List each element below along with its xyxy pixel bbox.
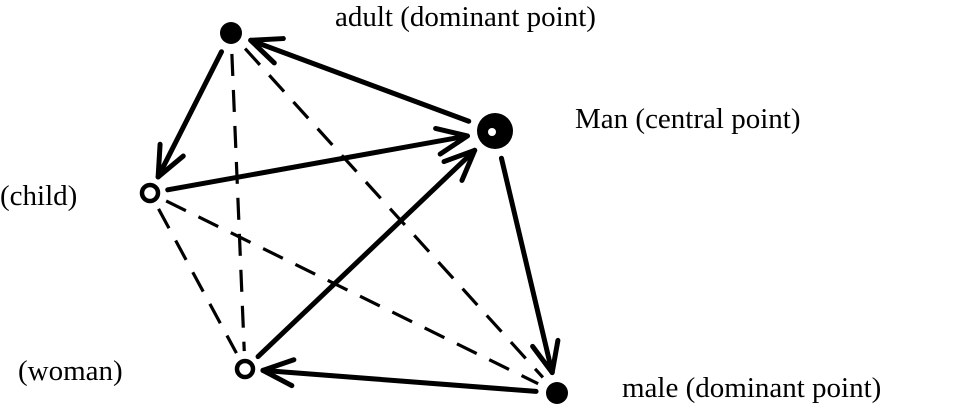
edge-woman-to-man-head (441, 147, 478, 183)
label-male: male (dominant point) (622, 372, 881, 404)
node-woman-marker (234, 358, 256, 380)
edge-adult-to-child-head (155, 141, 186, 180)
edge-woman-to-man-shaft (255, 147, 478, 360)
label-woman: (woman) (18, 355, 123, 387)
node-man-marker-highlight (488, 128, 496, 136)
edge-man-to-male-head (530, 337, 561, 376)
edge-man-to-male-shaft (498, 155, 555, 376)
label-child: (child) (0, 180, 77, 212)
edge-child-to-man-shaft (165, 133, 470, 193)
edge-child-to-man-arrow (165, 125, 470, 193)
edge-man-to-male-arrow (498, 155, 561, 376)
node-child-marker (139, 182, 161, 204)
node-adult-marker (220, 22, 242, 44)
edge-male-to-woman-head (260, 357, 297, 389)
edge-man-to-adult-shaft (248, 37, 472, 124)
edge-child-to-male-dashed (165, 199, 539, 386)
edge-adult-to-child-shaft (155, 49, 225, 180)
edges-layer (155, 36, 561, 394)
nodes-layer (139, 22, 568, 404)
edge-adult-to-male-dashed (243, 47, 545, 379)
node-male-marker (546, 382, 568, 404)
label-man: Man (central point) (575, 103, 800, 135)
edge-adult-to-child-arrow (155, 49, 225, 180)
label-adult: adult (dominant point) (335, 1, 596, 33)
edge-adult-to-woman-dashed (230, 53, 246, 352)
edge-man-to-adult-arrow (248, 36, 472, 124)
edge-male-to-woman-arrow (260, 357, 539, 394)
edge-woman-to-man-arrow (255, 147, 478, 360)
edge-man-to-adult-head (248, 36, 286, 66)
edge-child-to-woman-dashed (157, 208, 238, 354)
edge-male-to-woman-shaft (260, 367, 539, 394)
edge-child-to-man-head (433, 125, 470, 157)
